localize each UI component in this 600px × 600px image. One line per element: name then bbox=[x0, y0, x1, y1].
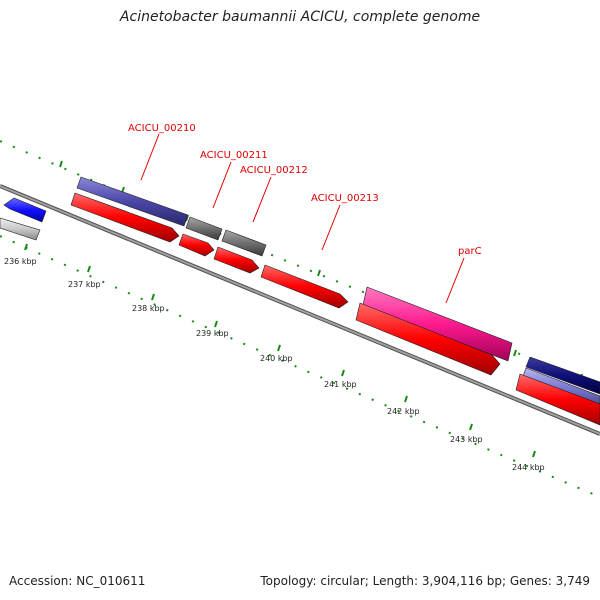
gene-features bbox=[0, 176, 600, 426]
map-title: Acinetobacter baumannii ACICU, complete … bbox=[119, 9, 481, 25]
scale-label: 237 kbp bbox=[68, 280, 101, 289]
scale-label: 244 kbp bbox=[512, 463, 545, 472]
scale-label: 238 kbp bbox=[132, 304, 165, 313]
gene-arrow-acicu-00211[interactable] bbox=[178, 233, 215, 257]
accession-text: Accession: NC_010611 bbox=[9, 574, 146, 588]
scale-labels: 236 kbp 237 kbp 238 kbp 239 kbp 240 kbp … bbox=[4, 257, 545, 472]
inner-tick-ring bbox=[0, 235, 600, 498]
scale-label: 243 kbp bbox=[450, 435, 483, 444]
gene-label[interactable]: parC bbox=[458, 246, 482, 257]
gene-label[interactable]: ACICU_00211 bbox=[200, 150, 268, 161]
gene-arrow-red-6[interactable] bbox=[515, 373, 600, 426]
gene-label[interactable]: ACICU_00210 bbox=[128, 123, 196, 134]
gene-block-light-gray[interactable] bbox=[0, 217, 41, 241]
gene-label-leaders bbox=[140, 133, 465, 304]
gene-block-navy[interactable] bbox=[525, 356, 600, 395]
gene-labels: ACICU_00210 ACICU_00211 ACICU_00212 ACIC… bbox=[128, 123, 482, 257]
gene-arrow-red-5[interactable] bbox=[355, 302, 501, 376]
gene-arrow-acicu-00212[interactable] bbox=[213, 246, 260, 274]
gene-arrow-blue[interactable] bbox=[3, 197, 47, 223]
gene-arrow-acicu-00213[interactable] bbox=[260, 264, 349, 309]
scale-label: 240 kbp bbox=[260, 354, 293, 363]
scale-label: 241 kbp bbox=[324, 380, 357, 389]
gene-block-acicu-00210[interactable] bbox=[76, 176, 189, 227]
genome-summary-text: Topology: circular; Length: 3,904,116 bp… bbox=[260, 574, 590, 588]
gene-arrow-acicu-00210[interactable] bbox=[70, 192, 180, 243]
genome-backbone bbox=[0, 184, 600, 436]
gene-block-acicu-00211[interactable] bbox=[185, 216, 223, 241]
gene-label[interactable]: ACICU_00213 bbox=[311, 193, 379, 204]
gene-label[interactable]: ACICU_00212 bbox=[240, 165, 308, 176]
scale-label: 242 kbp bbox=[387, 407, 420, 416]
scale-label: 239 kbp bbox=[196, 329, 229, 338]
gene-block-parc[interactable] bbox=[362, 286, 513, 362]
gene-block-acicu-00212[interactable] bbox=[221, 229, 267, 257]
scale-label: 236 kbp bbox=[4, 257, 37, 266]
